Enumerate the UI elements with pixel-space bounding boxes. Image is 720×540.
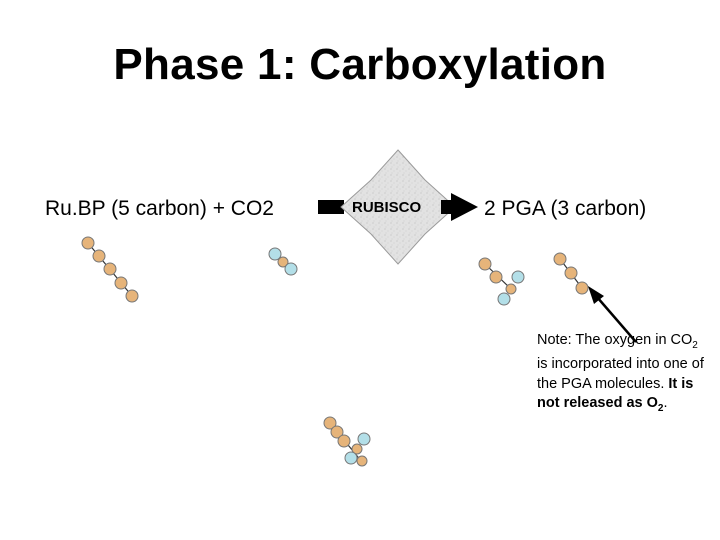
note-text-2: is incorporated into one of the PGA mole…: [537, 356, 704, 392]
carbon-atom: [564, 266, 578, 280]
carbon-atom: [330, 425, 344, 439]
carbon-atom: [337, 434, 351, 448]
reactants-label: Ru.BP (5 carbon) + CO2: [45, 197, 274, 220]
carbon-atom: [81, 236, 95, 250]
carbon-atom: [356, 455, 368, 467]
carbon-atom: [277, 256, 289, 268]
products-label: 2 PGA (3 carbon): [484, 197, 647, 220]
oxygen-atom: [344, 451, 358, 465]
note-bold-text: It is not released as O: [537, 375, 694, 412]
carbon-atom: [323, 416, 337, 430]
pga-molecule-2: [553, 252, 589, 295]
carbon-atom: [575, 281, 589, 295]
oxygen-atom: [511, 270, 525, 284]
oxygen-atom: [357, 432, 371, 446]
oxygen-atom: [268, 247, 282, 261]
carbon-atom: [478, 257, 492, 271]
carbon-atom: [489, 270, 503, 284]
rubp-molecule: [81, 236, 139, 303]
carbon-atom: [505, 283, 517, 295]
note-text-1: Note: The oxygen in CO: [537, 332, 693, 348]
note-subscript-1: 2: [692, 339, 698, 351]
oxygen-note: Note: The oxygen in CO2 is incorporated …: [537, 331, 712, 419]
oxygen-atom: [497, 292, 511, 306]
reaction-arrow-left: [318, 200, 344, 214]
note-pointer-arrow: [588, 286, 637, 343]
slide-title: Phase 1: Carboxylation: [113, 40, 607, 89]
note-bold-subscript: 2: [657, 403, 664, 415]
co2-molecule: [268, 247, 298, 276]
carbon-atom: [103, 262, 117, 276]
oxygen-atom: [284, 262, 298, 276]
intermediate-molecule: [323, 416, 371, 467]
carbon-atom: [553, 252, 567, 266]
rubisco-enzyme-shape: [340, 149, 456, 265]
note-text-end: .: [663, 395, 668, 412]
pga-molecule-1: [478, 257, 525, 306]
enzyme-label: RUBISCO: [352, 199, 422, 216]
carbon-atom: [92, 249, 106, 263]
carbon-atom: [125, 289, 139, 303]
carbon-atom: [114, 276, 128, 290]
reaction-arrow-right: [441, 193, 478, 221]
carbon-atom: [351, 443, 363, 455]
